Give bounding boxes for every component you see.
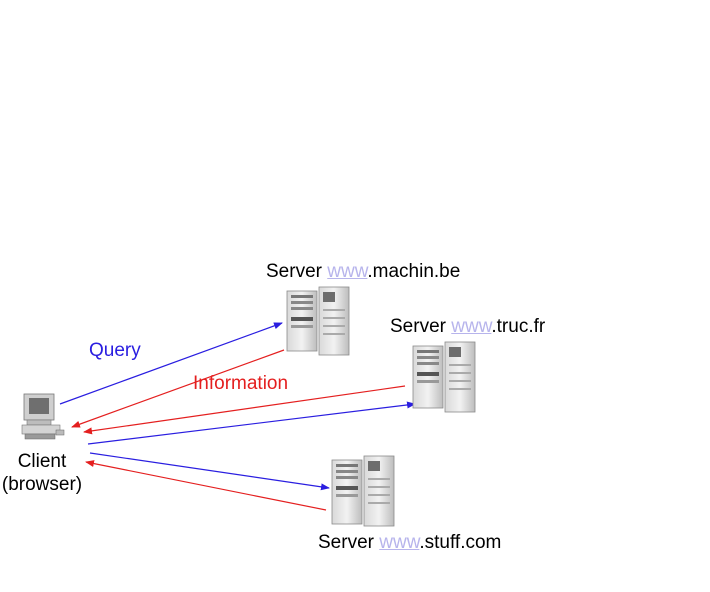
server-label-stuff: Server www.stuff.com [318, 532, 501, 554]
server-rack-icon [286, 286, 350, 356]
server-domain: .truc.fr [491, 316, 546, 337]
server-prefix: Server [318, 532, 380, 553]
server-domain: .machin.be [367, 261, 461, 282]
info-arrow-truc [83, 385, 406, 435]
server-rack-icon [412, 341, 476, 413]
www-link[interactable]: www [451, 316, 492, 337]
query-label: Query [89, 340, 141, 361]
server-label-truc: Server www.truc.fr [390, 316, 545, 338]
desktop-computer-icon [21, 393, 65, 440]
www-link[interactable]: www [379, 532, 420, 553]
info-arrow-machin [71, 349, 285, 428]
client-name: Client [17, 451, 67, 472]
client-type: (browser) [1, 474, 83, 495]
query-arrow-truc [87, 401, 416, 445]
www-link[interactable]: www [327, 261, 368, 282]
server-rack-icon [331, 455, 395, 527]
query-arrow-machin [59, 322, 283, 405]
information-label: Information [193, 373, 289, 394]
server-prefix: Server [266, 261, 328, 282]
server-prefix: Server [390, 316, 452, 337]
client-label: Client (browser) [0, 450, 84, 496]
query-arrow-stuff [89, 452, 330, 491]
info-arrow-stuff [85, 460, 327, 511]
server-domain: .stuff.com [419, 532, 502, 553]
server-label-machin: Server www.machin.be [266, 261, 460, 283]
